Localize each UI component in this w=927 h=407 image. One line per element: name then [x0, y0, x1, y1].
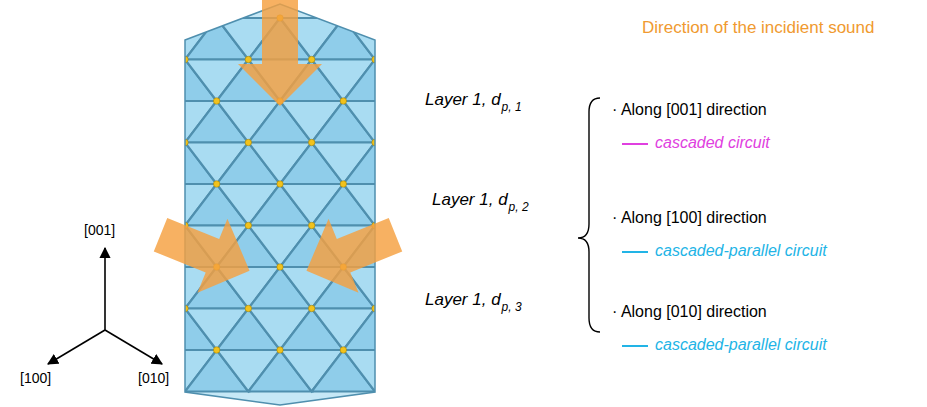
node-dot [150, 347, 156, 353]
node-dot [277, 181, 283, 187]
lattice-face [407, 226, 470, 268]
axis-010 [105, 330, 162, 364]
node-dot [308, 56, 314, 62]
node-dot [245, 139, 251, 145]
node-dot [403, 264, 409, 270]
node-dot [150, 181, 156, 187]
axes [48, 248, 162, 364]
lattice-face [438, 143, 501, 185]
lattice-face [407, 143, 470, 185]
sound-arrow-right [291, 198, 410, 308]
node-dot [150, 264, 156, 270]
node-dot [403, 347, 409, 353]
sound-arrow-left [146, 198, 265, 308]
lattice-face [122, 101, 185, 143]
node-dot [245, 222, 251, 228]
node-dot [245, 56, 251, 62]
sound-direction-heading: Direction of the incidient sound [642, 18, 874, 38]
node-dot [403, 15, 409, 21]
node-dot [245, 305, 251, 311]
lattice-face [407, 18, 470, 60]
axis-label: [010] [138, 370, 169, 386]
node-dot [150, 15, 156, 21]
node-dot [435, 139, 441, 145]
legend-line-magenta [622, 143, 648, 145]
node-dot [213, 15, 219, 21]
node-dot [340, 347, 346, 353]
circuit-label: cascaded circuit [655, 134, 770, 152]
circuit-label: cascaded-parallel circuit [655, 242, 827, 260]
lattice-face [122, 184, 185, 226]
node-dot [340, 181, 346, 187]
axis-label: [100] [20, 370, 51, 386]
axis-001 [104, 248, 106, 330]
node-dot [308, 139, 314, 145]
lattice-face [438, 309, 501, 351]
node-dot [150, 98, 156, 104]
node-dot [308, 222, 314, 228]
layer-label: Layer 1, d [432, 190, 508, 210]
node-dot [308, 305, 314, 311]
node-dot [435, 56, 441, 62]
lattice-face [375, 309, 438, 351]
node-dot [435, 222, 441, 228]
node-dot [340, 15, 346, 21]
sound-arrow-top [238, 0, 322, 106]
node-dot [340, 98, 346, 104]
axis-100 [48, 330, 105, 364]
direction-item: · Along [010] direction [612, 303, 767, 321]
lattice-face [375, 18, 438, 60]
legend-line-cyan [622, 251, 648, 253]
circuit-label: cascaded-parallel circuit [655, 336, 827, 354]
axis-label: [001] [84, 222, 115, 238]
layer-subscript: p, 2 [509, 201, 529, 215]
lattice-face [375, 350, 438, 392]
node-dot [403, 181, 409, 187]
node-dot [213, 347, 219, 353]
lattice-face [438, 226, 501, 268]
layer-label: Layer 1, d [425, 290, 501, 310]
direction-item: · Along [100] direction [612, 209, 767, 227]
lattice-face [122, 350, 185, 392]
lattice-face [375, 184, 438, 226]
node-dot [213, 98, 219, 104]
layer-subscript: p, 1 [502, 101, 522, 115]
node-dot [277, 264, 283, 270]
lattice-face [407, 350, 470, 392]
sound-arrows [146, 0, 411, 308]
layer-subscript: p, 3 [502, 301, 522, 315]
node-dot [213, 181, 219, 187]
node-dot [277, 347, 283, 353]
node-dot [403, 98, 409, 104]
lattice-face [407, 309, 470, 351]
legend-line-cyan [622, 345, 648, 347]
direction-item: · Along [001] direction [612, 101, 767, 119]
brace [578, 98, 600, 332]
layer-label: Layer 1, d [425, 90, 501, 110]
lattice-face [122, 267, 185, 309]
lattice-face [122, 18, 185, 60]
lattice-face [375, 143, 438, 185]
